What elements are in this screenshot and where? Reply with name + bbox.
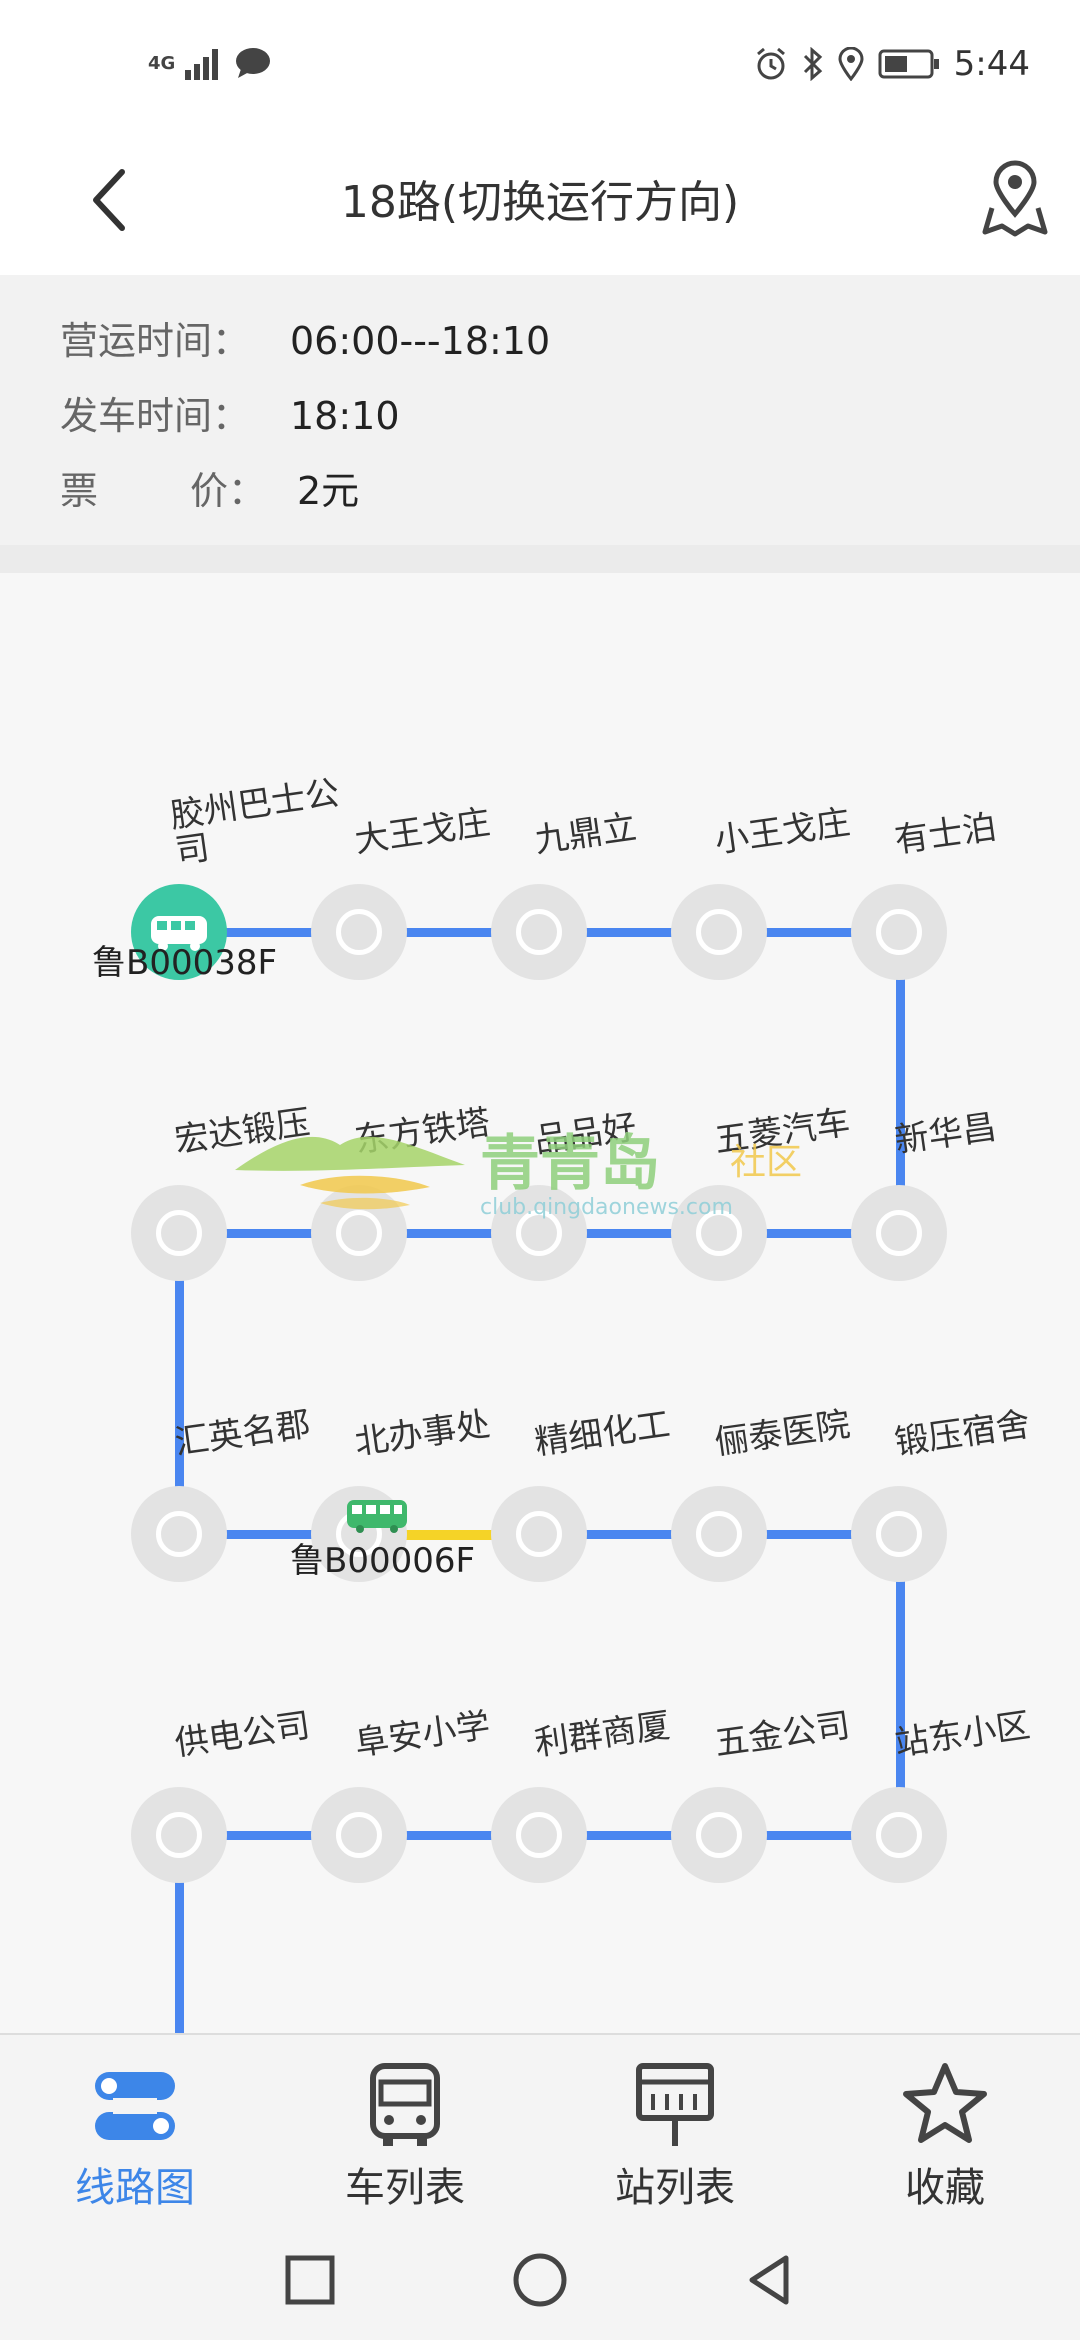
tab-bus-list-label: 车列表 bbox=[345, 2165, 465, 2211]
map-pin-icon bbox=[982, 160, 1048, 237]
tab-stop-list-label: 站列表 bbox=[615, 2165, 735, 2211]
bus-icon bbox=[347, 1500, 407, 1533]
station[interactable] bbox=[851, 884, 947, 980]
tab-bus-list[interactable]: 车列表 bbox=[270, 2035, 540, 2222]
status-left: 4G bbox=[148, 46, 271, 80]
station-name: 锻压宿舍 bbox=[892, 1404, 1033, 1464]
nav-bar: 18路(切换运行方向) bbox=[0, 130, 1080, 275]
station-name: 汇英名郡 bbox=[172, 1404, 313, 1464]
station[interactable] bbox=[311, 884, 407, 980]
back-nav-icon[interactable] bbox=[740, 2250, 800, 2310]
alarm-icon bbox=[756, 47, 785, 80]
station[interactable] bbox=[671, 1787, 767, 1883]
watermark-mountain-icon bbox=[235, 1136, 465, 1210]
map-location-button[interactable] bbox=[980, 156, 1050, 246]
bus-icon bbox=[151, 916, 207, 951]
tab-route-map-label: 线路图 bbox=[75, 2165, 195, 2211]
bus-plate: 鲁B00038F bbox=[92, 943, 278, 983]
watermark-logo: 青青岛 社区 club.qingdaonews.com bbox=[230, 1115, 850, 1225]
departure-time-label: 发车时间： bbox=[60, 394, 251, 438]
station[interactable] bbox=[851, 1185, 947, 1281]
station-name: 小王戈庄 bbox=[712, 802, 853, 862]
watermark-name: 青青岛 bbox=[480, 1129, 660, 1199]
price-row: 票 价： 2元 bbox=[60, 460, 359, 520]
watermark-tag: 社区 bbox=[730, 1142, 803, 1183]
station-name: 新华昌 bbox=[892, 1107, 999, 1162]
back-button[interactable] bbox=[80, 160, 140, 240]
route-map-icon bbox=[95, 2072, 175, 2140]
system-navigation-bar bbox=[0, 2220, 1080, 2340]
departure-time-row: 发车时间： 18:10 bbox=[60, 385, 400, 445]
station-name: 精细化工 bbox=[532, 1404, 673, 1464]
active-segment bbox=[405, 1530, 495, 1540]
moving-bus[interactable] bbox=[346, 1498, 408, 1538]
home-icon[interactable] bbox=[510, 2250, 570, 2310]
operation-time-label: 营运时间： bbox=[60, 319, 251, 363]
status-bar: 4G 5:44 bbox=[0, 0, 1080, 130]
route-segment bbox=[896, 932, 905, 1233]
station-name: 五金公司 bbox=[712, 1705, 853, 1765]
price-value: 2元 bbox=[297, 469, 360, 513]
price-label-part2: 价： bbox=[190, 469, 267, 513]
station-name: 阜安小学 bbox=[352, 1705, 493, 1765]
price-label-part1: 票 bbox=[60, 469, 99, 513]
watermark-url: club.qingdaonews.com bbox=[480, 1195, 733, 1220]
bus-list-icon bbox=[370, 2063, 440, 2146]
location-icon bbox=[838, 47, 864, 81]
station[interactable] bbox=[671, 1486, 767, 1582]
bus-plate: 鲁B00006F bbox=[290, 1541, 476, 1581]
operation-time-value: 06:00---18:10 bbox=[290, 319, 551, 363]
departure-time-value: 18:10 bbox=[290, 394, 400, 438]
station[interactable] bbox=[671, 884, 767, 980]
stop-list-icon bbox=[636, 2063, 714, 2146]
star-icon bbox=[903, 2063, 987, 2143]
route-segment bbox=[896, 1534, 905, 1835]
station[interactable] bbox=[311, 1787, 407, 1883]
station[interactable] bbox=[671, 1185, 767, 1281]
route-map[interactable]: 胶州巴士公司 大王戈庄 九鼎立 小王戈庄 有士泊 鲁B00038F 宏达锻压 东… bbox=[0, 573, 1080, 2033]
bluetooth-icon bbox=[803, 47, 822, 81]
route-info-panel: 营运时间： 06:00---18:10 发车时间： 18:10 票 价： 2元 bbox=[0, 275, 1080, 545]
station-name: 大王戈庄 bbox=[352, 802, 493, 862]
station-name: 胶州巴士公司 bbox=[167, 773, 342, 872]
station[interactable] bbox=[491, 1486, 587, 1582]
operation-time-row: 营运时间： 06:00---18:10 bbox=[60, 310, 550, 370]
station[interactable] bbox=[491, 1787, 587, 1883]
station[interactable] bbox=[851, 1787, 947, 1883]
station[interactable] bbox=[491, 884, 587, 980]
tab-favorites[interactable]: 收藏 bbox=[810, 2035, 1080, 2222]
station-name: 北办事处 bbox=[352, 1404, 493, 1464]
station-name: 俪泰医院 bbox=[712, 1404, 853, 1464]
signal-icon bbox=[185, 49, 219, 80]
station-name: 利群商厦 bbox=[532, 1705, 673, 1765]
route-segment bbox=[175, 1233, 184, 1534]
tab-route-map[interactable]: 线路图 bbox=[0, 2035, 270, 2222]
station-name: 有士泊 bbox=[892, 807, 999, 862]
bottom-tab-bar: 线路图 车列表 站列表 收藏 bbox=[0, 2033, 1080, 2220]
station[interactable] bbox=[851, 1486, 947, 1582]
station[interactable] bbox=[131, 1486, 227, 1582]
network-type: 4G bbox=[148, 52, 176, 74]
tab-stop-list[interactable]: 站列表 bbox=[540, 2035, 810, 2222]
page-title[interactable]: 18路(切换运行方向) bbox=[340, 177, 740, 228]
battery-icon bbox=[878, 49, 939, 79]
clock: 5:44 bbox=[953, 44, 1030, 84]
recent-apps-icon[interactable] bbox=[280, 2250, 340, 2310]
station[interactable] bbox=[131, 1185, 227, 1281]
divider bbox=[0, 545, 1080, 573]
route-segment bbox=[175, 1835, 184, 2033]
station[interactable] bbox=[131, 1787, 227, 1883]
station[interactable] bbox=[491, 1185, 587, 1281]
station-name: 站东小区 bbox=[892, 1705, 1033, 1765]
status-right: 5:44 bbox=[754, 44, 1030, 84]
message-icon bbox=[236, 48, 271, 78]
bus-at-station[interactable] bbox=[131, 884, 227, 980]
tab-favorites-label: 收藏 bbox=[905, 2165, 985, 2211]
back-arrow-icon bbox=[93, 169, 125, 231]
station-name: 供电公司 bbox=[172, 1705, 313, 1765]
station-name: 九鼎立 bbox=[532, 807, 639, 862]
